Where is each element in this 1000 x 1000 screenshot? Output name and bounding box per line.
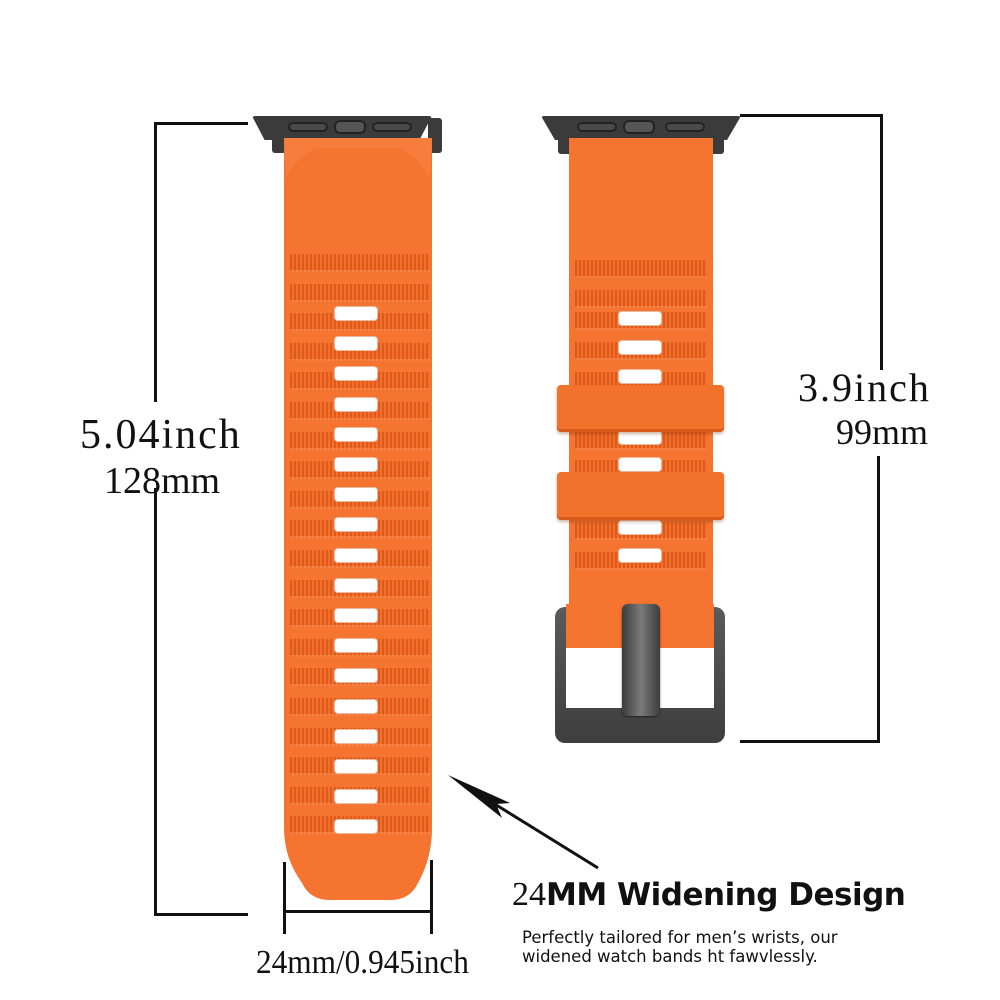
strap-hole — [334, 396, 378, 412]
rib-stripe — [290, 254, 430, 272]
promo-title-text: MM Widening Design — [546, 877, 906, 913]
width-label: 24mm/0.945inch — [256, 944, 469, 981]
strap-hole — [334, 577, 378, 593]
rib-stripe — [290, 313, 430, 332]
strap-hole — [334, 366, 378, 382]
arrow-pointer-icon — [448, 775, 599, 870]
strap-hole — [334, 306, 378, 321]
strap-hole — [618, 520, 662, 535]
strap-hole — [618, 369, 662, 384]
strap-hole — [334, 608, 378, 623]
strap-hole — [334, 487, 378, 503]
promo-title-number: 24 — [512, 876, 546, 913]
strap-hole — [334, 759, 378, 774]
lug-bar-left — [272, 118, 286, 153]
strap-hole — [334, 638, 378, 654]
strap-hole — [618, 548, 662, 563]
strap-hole — [334, 426, 378, 442]
rib-stripe — [575, 290, 707, 308]
promo-subtitle-line-2: widened watch bands ht fawvlessly. — [522, 947, 818, 966]
total-length-inch-label: 5.04inch — [80, 412, 242, 458]
strap-hole — [618, 340, 662, 355]
strap-hole — [334, 789, 378, 805]
promo-title: 24MM Widening Design — [512, 876, 906, 914]
total-length-mm-label: 128mm — [104, 460, 221, 502]
strap-hole — [334, 336, 378, 352]
short-length-inch-label: 3.9inch — [798, 365, 931, 410]
strap-hole — [334, 728, 378, 744]
strap-hole — [334, 517, 378, 533]
strap-hole — [334, 547, 378, 563]
strap-hole — [334, 668, 378, 684]
rib-stripe — [290, 372, 430, 391]
strap-hole — [334, 698, 378, 714]
keeper-loop-1 — [557, 385, 724, 432]
lug-bar-left — [558, 118, 572, 154]
rib-stripe — [290, 283, 430, 302]
strap-hole — [618, 457, 662, 472]
strap-hole — [618, 311, 662, 326]
keeper-loop-2 — [557, 472, 724, 520]
rib-stripe — [290, 342, 430, 361]
strap-hole — [334, 457, 378, 472]
short-length-mm-label: 99mm — [836, 412, 929, 452]
strap-hole — [618, 430, 662, 445]
lug-bar-right — [710, 118, 724, 154]
promo-subtitle-line-1: Perfectly tailored for men’s wrists, our — [522, 928, 838, 947]
rib-stripe — [575, 260, 707, 278]
promo-subtitle: Perfectly tailored for men’s wrists, our… — [522, 928, 962, 966]
strap-hole — [334, 819, 378, 835]
